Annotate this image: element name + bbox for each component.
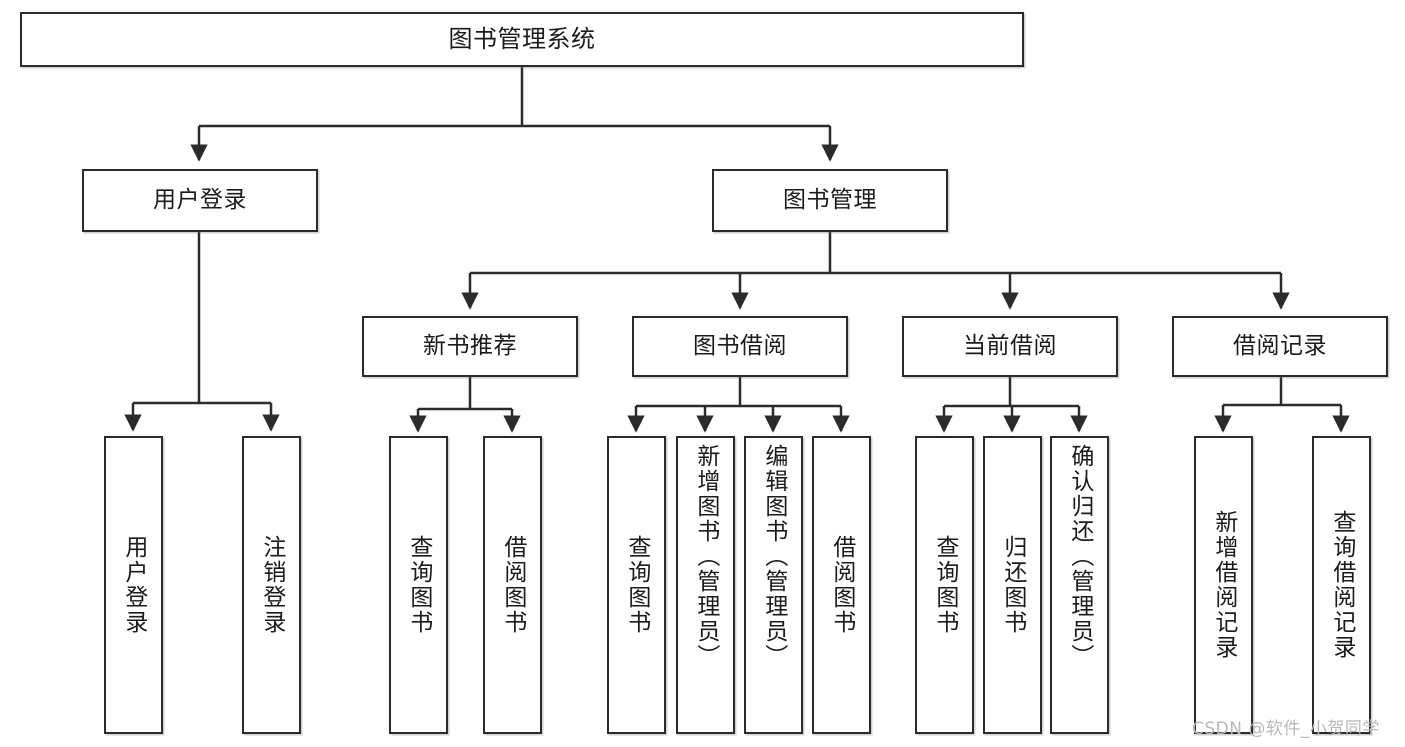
node-label: 查询图书 — [405, 535, 432, 635]
node-current-borrow[interactable]: 当前借阅 — [902, 316, 1118, 377]
node-leaf-query-book-2[interactable]: 查询图书 — [607, 436, 666, 734]
node-leaf-logout[interactable]: 注销登录 — [242, 436, 301, 734]
node-label: 图书管理 — [783, 187, 877, 214]
node-label: 查询图书 — [931, 535, 958, 635]
node-label: 借阅记录 — [1233, 333, 1327, 360]
node-label: 查询图书 — [623, 535, 650, 635]
node-label: 新增图书（管理员） — [692, 444, 719, 669]
node-leaf-add-record[interactable]: 新增借阅记录 — [1194, 436, 1253, 734]
node-borrow-record[interactable]: 借阅记录 — [1172, 316, 1388, 377]
node-label: 图书管理系统 — [448, 24, 596, 53]
node-leaf-borrow-book-1[interactable]: 借阅图书 — [483, 436, 542, 734]
node-leaf-query-record[interactable]: 查询借阅记录 — [1312, 436, 1371, 734]
node-label: 当前借阅 — [963, 333, 1057, 360]
node-leaf-query-book-1[interactable]: 查询图书 — [389, 436, 448, 734]
node-label: 归还图书 — [999, 535, 1026, 635]
node-label: 确认归还（管理员） — [1066, 444, 1093, 669]
node-leaf-confirm-return[interactable]: 确认归还（管理员） — [1050, 436, 1109, 734]
node-root[interactable]: 图书管理系统 — [20, 12, 1024, 67]
node-leaf-edit-book[interactable]: 编辑图书（管理员） — [744, 436, 803, 734]
node-label: 借阅图书 — [499, 535, 526, 635]
node-label: 用户登录 — [153, 187, 247, 214]
node-leaf-add-book[interactable]: 新增图书（管理员） — [676, 436, 735, 734]
node-leaf-borrow-book-2[interactable]: 借阅图书 — [812, 436, 871, 734]
node-book-borrow[interactable]: 图书借阅 — [632, 316, 848, 377]
node-label: 图书借阅 — [693, 333, 787, 360]
node-label: 编辑图书（管理员） — [760, 444, 787, 669]
watermark: CSDN @软件_小贺同学 — [1192, 719, 1380, 739]
node-leaf-query-book-3[interactable]: 查询图书 — [915, 436, 974, 734]
node-new-book-rec[interactable]: 新书推荐 — [362, 316, 578, 377]
node-user-login[interactable]: 用户登录 — [82, 169, 318, 232]
node-label: 注销登录 — [258, 535, 285, 635]
node-label: 新书推荐 — [423, 333, 517, 360]
node-label: 借阅图书 — [828, 535, 855, 635]
node-book-manage[interactable]: 图书管理 — [712, 169, 948, 232]
node-label: 新增借阅记录 — [1210, 510, 1237, 660]
node-label: 用户登录 — [120, 535, 147, 635]
node-leaf-user-login[interactable]: 用户登录 — [104, 436, 163, 734]
node-leaf-return-book[interactable]: 归还图书 — [983, 436, 1042, 734]
node-label: 查询借阅记录 — [1328, 510, 1355, 660]
